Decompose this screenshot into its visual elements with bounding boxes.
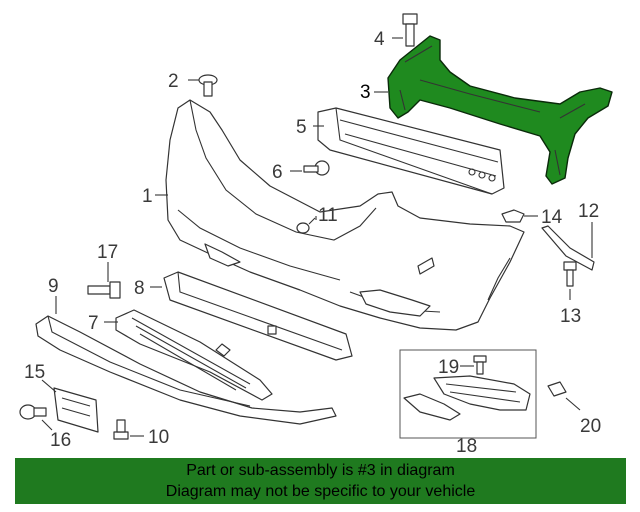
callout-8[interactable]: 8 [134, 278, 145, 299]
banner-line-1: Part or sub-assembly is #3 in diagram [186, 462, 455, 479]
part-18-kit-box[interactable] [399, 349, 537, 439]
callout-15[interactable]: 15 [24, 362, 45, 383]
info-banner: Part or sub-assembly is #3 in diagram Di… [15, 458, 626, 504]
callout-9[interactable]: 9 [48, 276, 59, 297]
callout-11[interactable]: 11 [318, 205, 338, 226]
part-10-screw[interactable] [113, 419, 129, 440]
callout-12[interactable]: 12 [578, 201, 599, 222]
part-15-license-bracket[interactable] [53, 387, 99, 433]
part-14-nut-clip[interactable] [501, 209, 525, 223]
part-11-clip[interactable] [296, 217, 316, 234]
callout-18[interactable]: 18 [456, 436, 477, 457]
parts-diagram: 1 2 3 4 5 6 7 8 9 10 11 12 13 14 15 16 1… [19, 13, 613, 457]
callout-3[interactable]: 3 [360, 82, 371, 103]
callout-1[interactable]: 1 [142, 186, 153, 207]
part-20-clip[interactable] [547, 381, 567, 397]
leader-20 [565, 397, 581, 411]
part-1-bumper-cover[interactable] [165, 99, 525, 331]
banner-line-2: Diagram may not be specific to your vehi… [165, 483, 476, 500]
callout-5[interactable]: 5 [296, 117, 307, 138]
leader-15 [41, 379, 57, 393]
callout-17[interactable]: 17 [97, 242, 118, 263]
callout-20[interactable]: 20 [580, 416, 601, 437]
callout-16[interactable]: 16 [50, 430, 71, 451]
callout-14[interactable]: 14 [541, 207, 563, 228]
leader-16 [41, 419, 53, 431]
part-17-push-pin[interactable] [87, 281, 121, 299]
callout-4[interactable]: 4 [374, 29, 385, 50]
part-6-push-pin[interactable] [303, 160, 330, 176]
callout-13[interactable]: 13 [560, 306, 581, 327]
part-12-strip[interactable] [541, 225, 595, 271]
part-8-bracket[interactable] [163, 271, 353, 361]
callout-6[interactable]: 6 [272, 162, 283, 183]
part-13-screw[interactable] [563, 261, 577, 287]
part-2-push-pin[interactable] [198, 74, 218, 97]
part-16-plug[interactable] [19, 404, 47, 420]
callout-7[interactable]: 7 [88, 313, 99, 334]
callout-19[interactable]: 19 [438, 357, 459, 378]
callout-10[interactable]: 10 [148, 427, 169, 448]
part-19-screw[interactable] [473, 355, 487, 375]
part-9-lower-deflector[interactable] [35, 315, 337, 425]
part-7-grille[interactable] [115, 309, 273, 401]
part-3-impact-bar[interactable] [387, 35, 613, 185]
part-4-bolt[interactable] [402, 13, 418, 47]
callout-2[interactable]: 2 [168, 71, 179, 92]
part-5-energy-absorber[interactable] [317, 107, 505, 195]
